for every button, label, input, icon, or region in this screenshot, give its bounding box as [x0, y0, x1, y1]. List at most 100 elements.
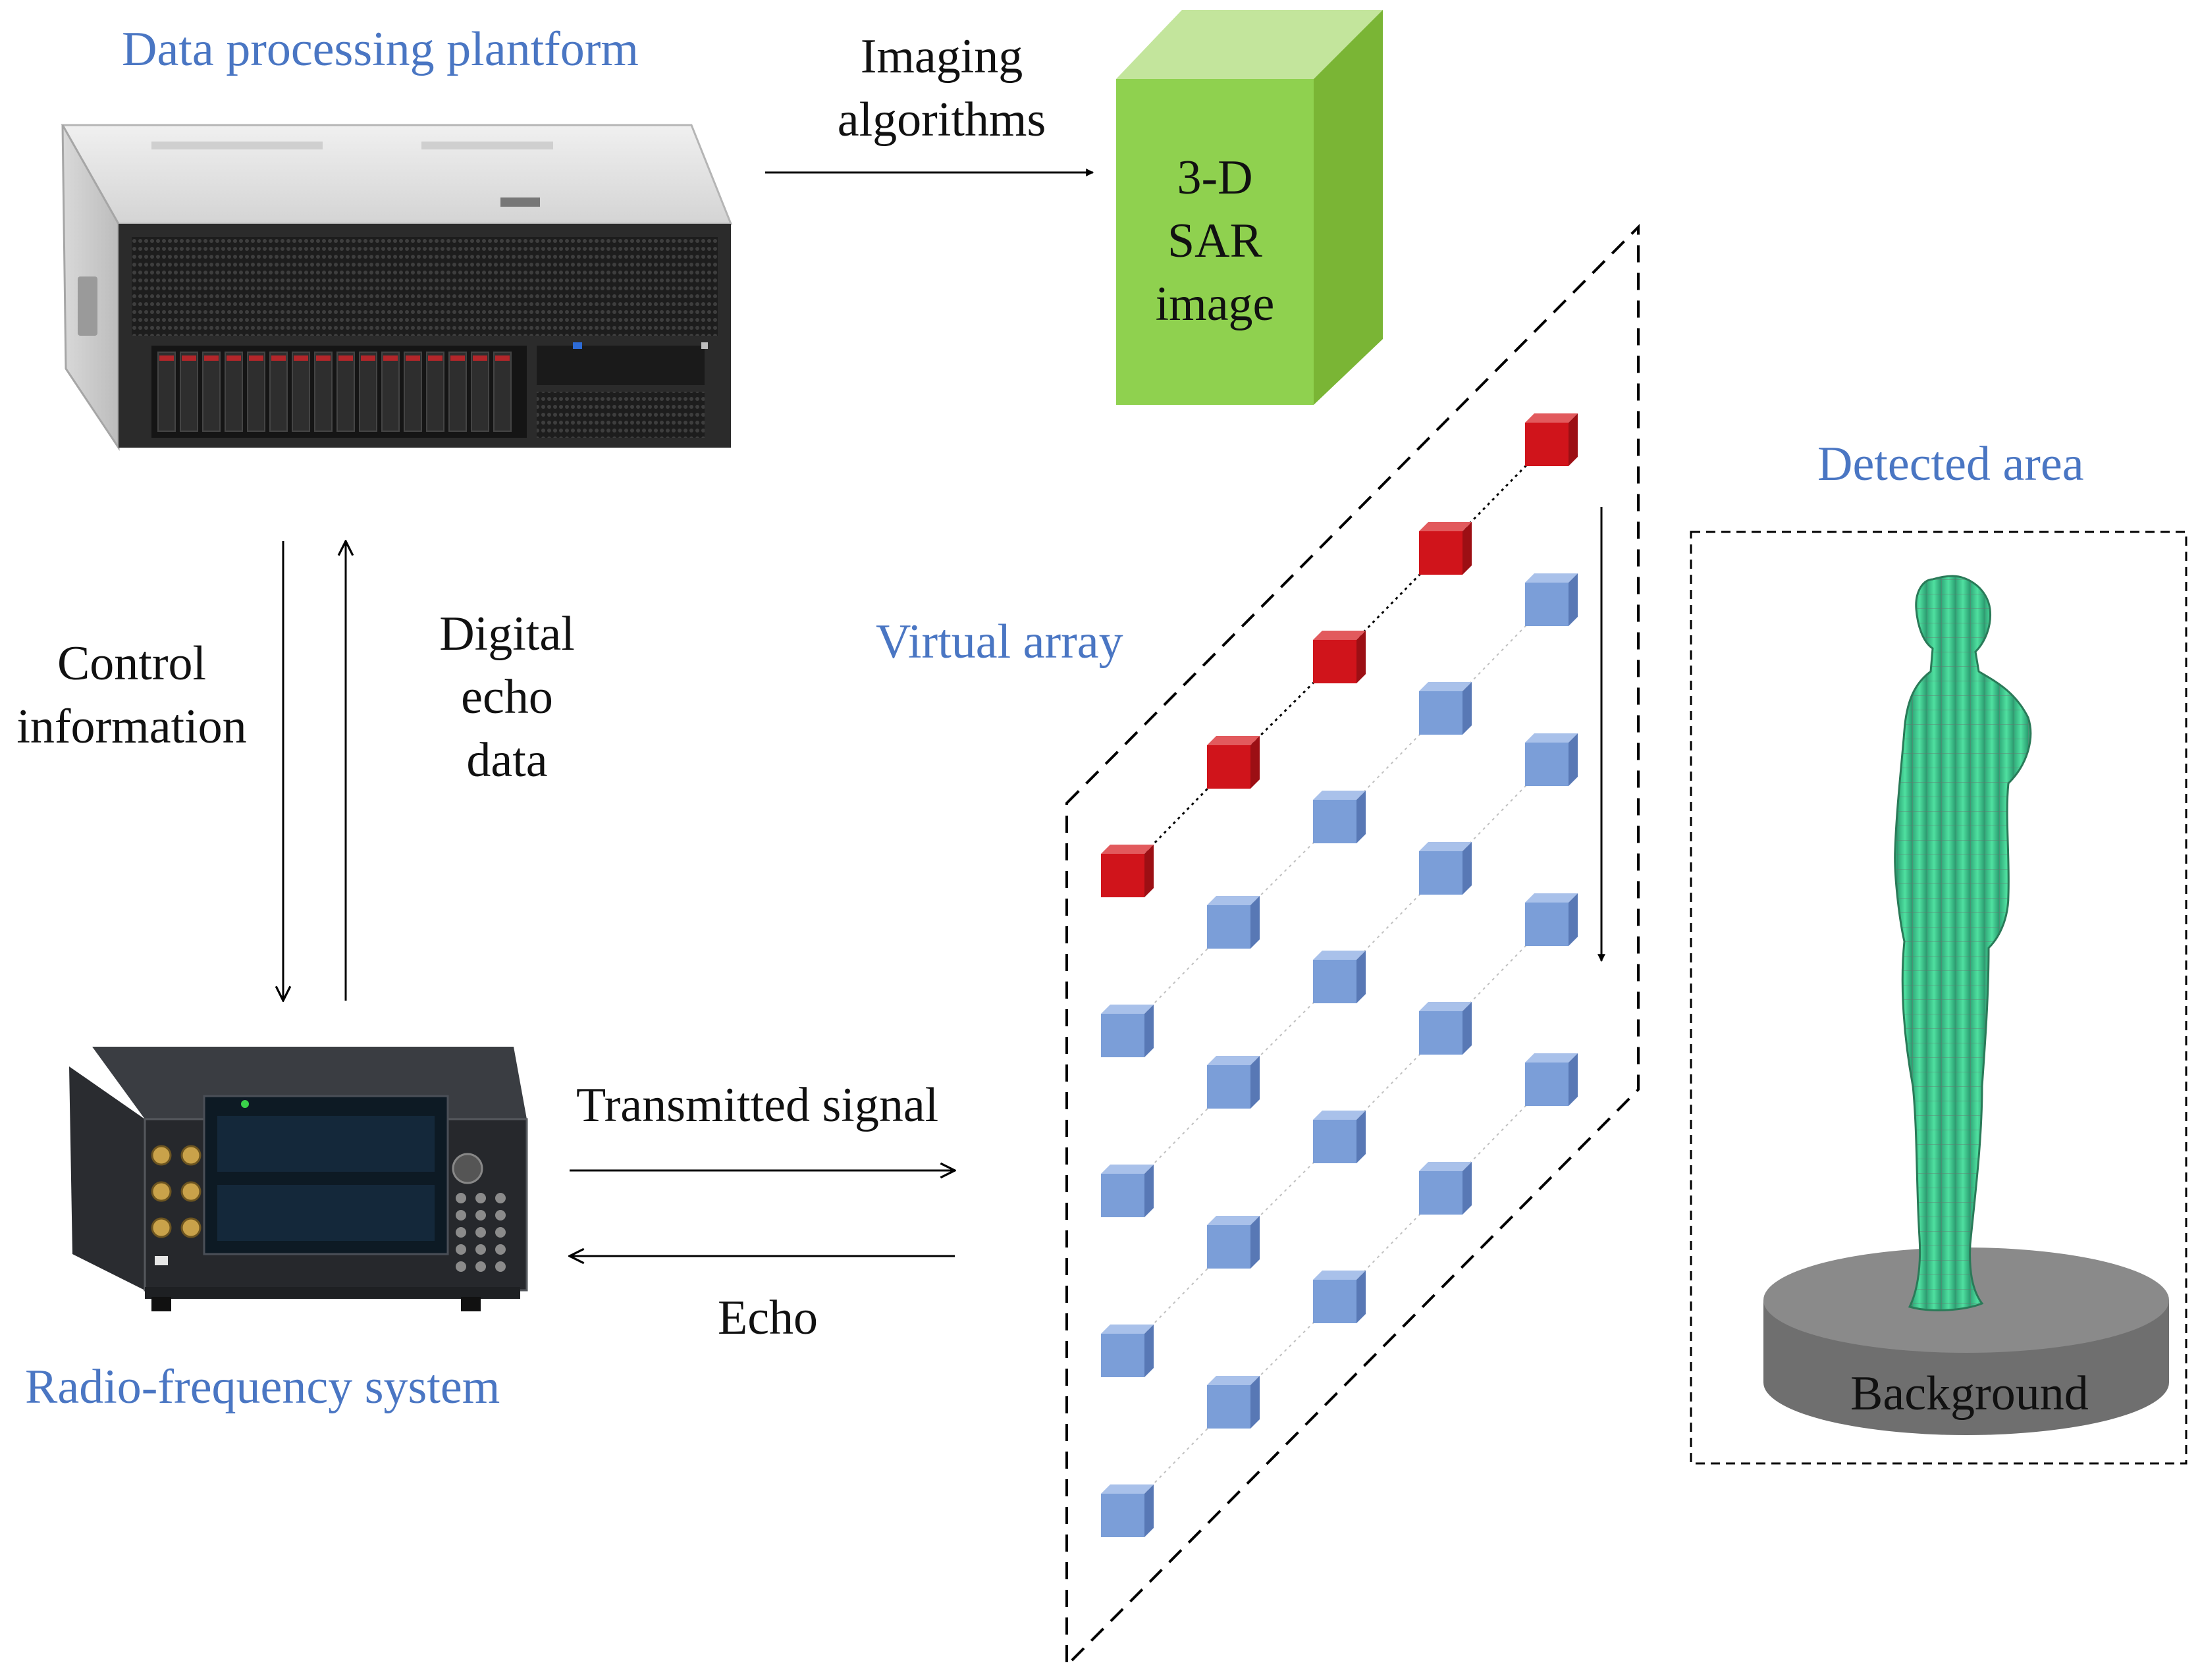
array-element-side [1144, 1325, 1154, 1377]
array-element-side [1250, 736, 1260, 789]
array-element [1525, 1063, 1569, 1106]
array-element-side [1462, 522, 1472, 575]
server-icon [61, 124, 733, 451]
rf-knob [456, 1261, 466, 1272]
array-element [1419, 531, 1462, 575]
array-element-top [1419, 842, 1472, 851]
rf-knob [475, 1210, 486, 1221]
array-row-line [1121, 443, 1548, 877]
array-element-side [1569, 1053, 1578, 1106]
array-element [1419, 1011, 1462, 1055]
array-element [1101, 854, 1144, 897]
array-element-top [1207, 896, 1260, 905]
array-element-top [1313, 1111, 1366, 1120]
echo-label: Echo [718, 1291, 818, 1345]
virtual-array-plane [1065, 224, 1640, 1669]
imaging-line-2: algorithms [837, 93, 1046, 147]
array-element-side [1356, 951, 1366, 1003]
array-element-side [1569, 733, 1578, 786]
array-element [1419, 1171, 1462, 1215]
rf-knob [475, 1193, 486, 1203]
rf-port [180, 1145, 201, 1166]
drive-bay [225, 352, 243, 432]
drive-bay-led [406, 355, 420, 361]
drive-bay-led [361, 355, 375, 361]
drive-bay [448, 352, 467, 432]
sar-image-cube [1116, 10, 1383, 405]
drive-bay-led [428, 355, 443, 361]
array-element-top [1525, 413, 1578, 423]
array-element [1525, 903, 1569, 946]
drive-bay [493, 352, 512, 432]
array-element-top [1207, 1216, 1260, 1225]
drive-bay-led [495, 355, 510, 361]
array-element-top [1101, 1325, 1154, 1334]
array-element [1313, 960, 1356, 1003]
array-element [1313, 1120, 1356, 1163]
array-element-top [1419, 522, 1472, 531]
human-model-icon [1894, 575, 2032, 1311]
drive-bay [471, 352, 489, 432]
rf-knob [456, 1210, 466, 1221]
array-row-line [1122, 604, 1547, 1036]
array-element-top [1525, 573, 1578, 583]
array-element-side [1250, 1376, 1260, 1429]
imaging-algorithms-label: Imaging algorithms [810, 25, 1073, 151]
sar-line-1: 3-D [1177, 151, 1253, 205]
array-element [1313, 1280, 1356, 1323]
array-element-top [1101, 845, 1154, 854]
rf-instrument-icon [69, 1047, 528, 1311]
array-element [1101, 1014, 1144, 1057]
array-element-top [1525, 1053, 1578, 1063]
drive-bay-led [383, 355, 398, 361]
drive-bay-led [182, 355, 196, 361]
rf-port [180, 1181, 201, 1202]
drive-bay [359, 352, 377, 432]
rf-knob [475, 1227, 486, 1238]
array-element-top [1101, 1165, 1154, 1174]
array-element [1419, 691, 1462, 735]
control-line-2: information [16, 700, 247, 754]
array-element-top [1207, 736, 1260, 745]
array-element [1207, 905, 1250, 949]
background-label: Background [1850, 1367, 2089, 1421]
array-element [1525, 423, 1569, 466]
array-element-side [1462, 1162, 1472, 1215]
drive-bay-led [204, 355, 219, 361]
array-element-side [1569, 893, 1578, 946]
array-element [1207, 1065, 1250, 1109]
array-element-top [1525, 733, 1578, 743]
drive-bay-led [294, 355, 308, 361]
drive-bay-led [338, 355, 353, 361]
drive-bay-led [227, 355, 241, 361]
sar-line-3: image [1155, 277, 1275, 331]
virtual-array-label: Virtual array [876, 615, 1123, 669]
array-element-top [1419, 682, 1472, 691]
array-element-side [1462, 1002, 1472, 1055]
array-element [1101, 1174, 1144, 1217]
drive-bay-led [473, 355, 487, 361]
rf-knob [495, 1261, 506, 1272]
rf-port [151, 1217, 172, 1238]
digital-echo-label: Digital echo data [375, 602, 639, 792]
drive-bay-led [159, 355, 174, 361]
array-element-side [1144, 1165, 1154, 1217]
digital-line-2: echo [461, 670, 553, 724]
array-element [1207, 1385, 1250, 1429]
array-element-top [1419, 1002, 1472, 1011]
array-element [1525, 583, 1569, 626]
drive-bay-led [249, 355, 263, 361]
rf-port [151, 1145, 172, 1166]
array-element-top [1101, 1005, 1154, 1014]
array-element-top [1207, 1376, 1260, 1385]
array-element-side [1462, 842, 1472, 895]
imaging-line-1: Imaging [860, 30, 1023, 84]
digital-line-3: data [466, 733, 548, 787]
array-element [1313, 800, 1356, 843]
rf-knob [456, 1227, 466, 1238]
drive-bay [404, 352, 422, 432]
drive-bay-led [316, 355, 331, 361]
array-element [1101, 1494, 1144, 1537]
array-element-top [1313, 631, 1366, 640]
